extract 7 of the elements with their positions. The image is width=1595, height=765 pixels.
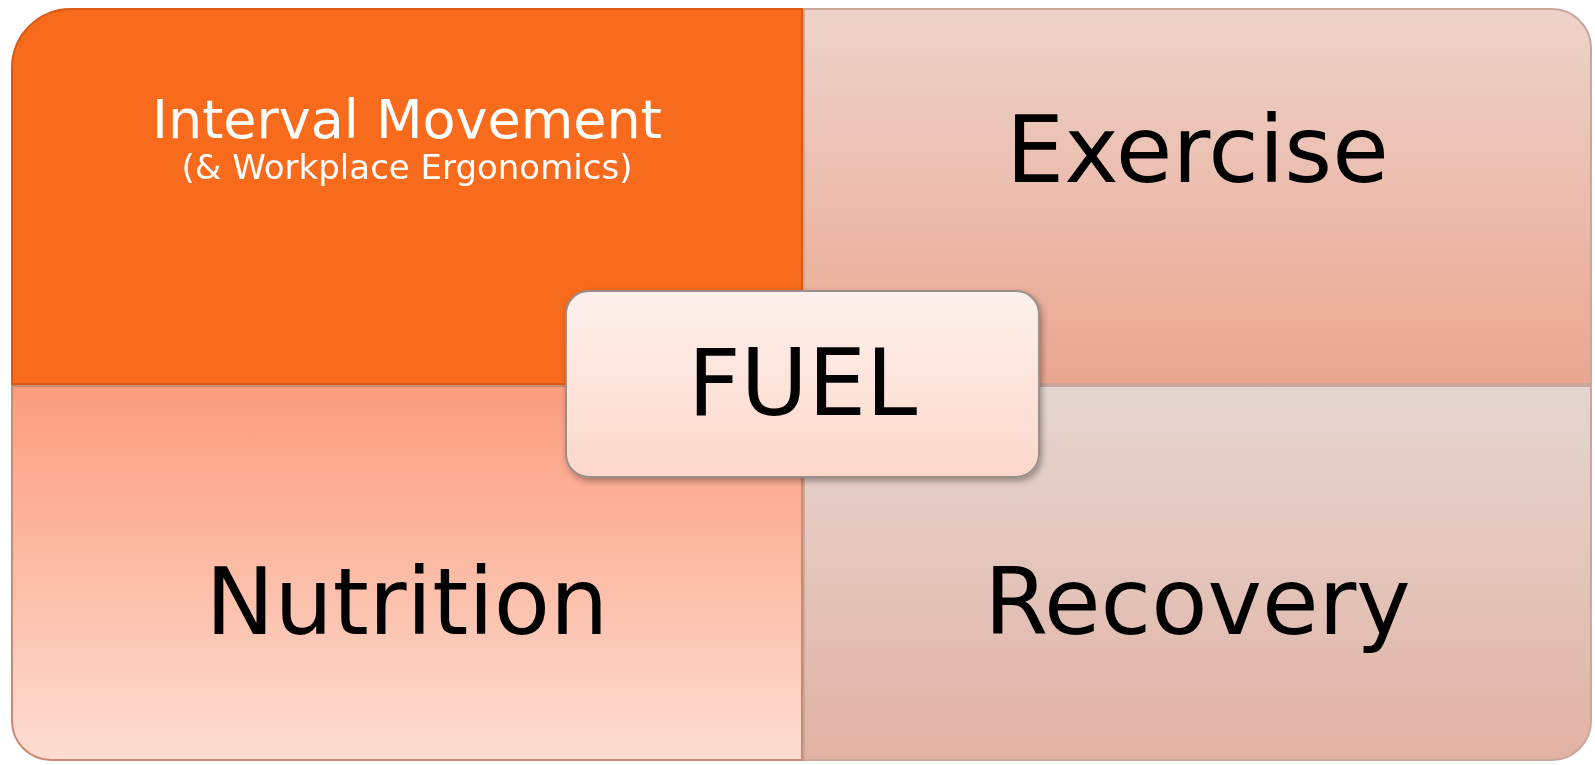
center-box	[565, 290, 1040, 478]
node-heading: Interval Movement	[152, 90, 662, 150]
node-label: Recovery	[984, 552, 1411, 654]
node-label: Exercise	[1006, 100, 1389, 202]
node-subheading: (& Workplace Ergonomics)	[181, 149, 633, 187]
node-label: Nutrition	[205, 552, 609, 654]
node-label: FUEL	[687, 333, 918, 435]
